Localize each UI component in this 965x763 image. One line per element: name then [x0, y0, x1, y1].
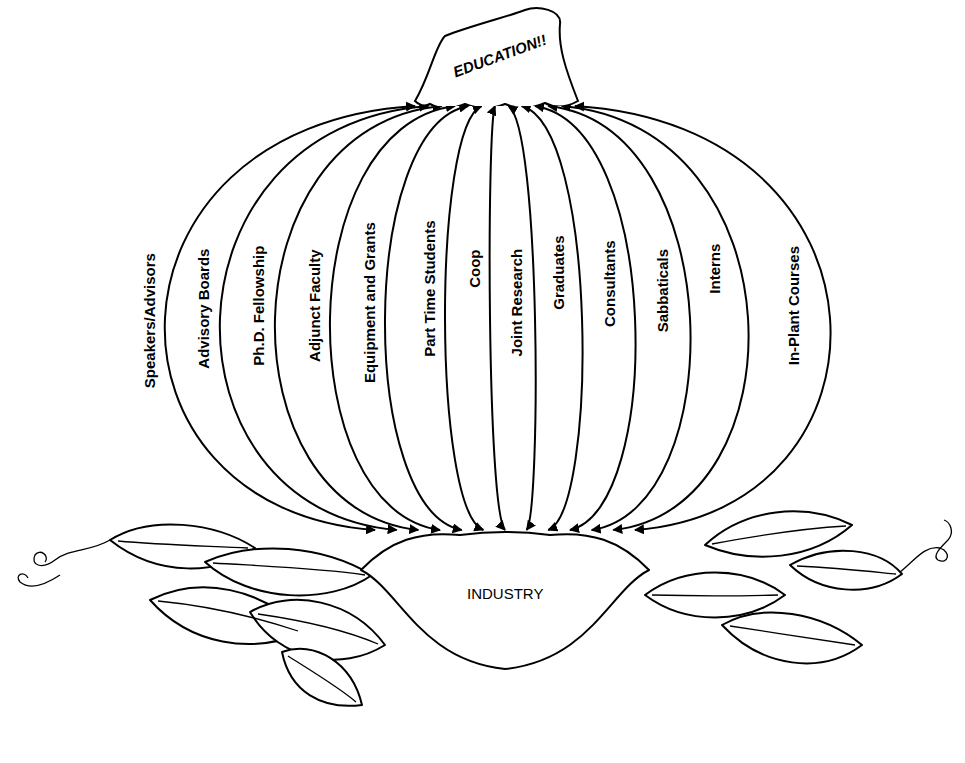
rib-arrow	[562, 106, 749, 530]
leaf	[705, 511, 852, 556]
rib-arrow	[522, 106, 583, 530]
leaf-vein	[712, 526, 846, 544]
right-leaves	[645, 511, 902, 663]
pumpkin-stem: EDUCATION!!	[400, 6, 590, 106]
rib-label: Sabbaticals	[654, 246, 671, 333]
leaf-vein	[288, 656, 356, 702]
leaf-vein	[158, 601, 298, 631]
rib-label: Interns	[707, 241, 724, 295]
leaf	[722, 613, 862, 664]
rib-label: In-Plant Courses	[785, 244, 802, 367]
leaf-vein	[118, 541, 248, 548]
rib-label: Part Time Students	[421, 218, 438, 358]
rib-label: Equipment and Grants	[361, 220, 378, 385]
vine-tendril	[900, 520, 951, 572]
rib-arrow	[508, 106, 535, 530]
rib-arrow	[275, 106, 442, 530]
rib-label: Consultants	[600, 238, 617, 329]
rib-arrow	[165, 106, 415, 530]
leaf-vein	[213, 563, 365, 575]
leaf-vein	[258, 614, 378, 644]
leaf	[205, 548, 372, 595]
rib-arrow	[490, 106, 505, 530]
leaf-vein	[797, 566, 896, 574]
leaf-vein	[652, 594, 778, 596]
rib-arrow	[535, 106, 636, 530]
rib-arrow	[548, 106, 690, 530]
base-label: INDUSTRY	[467, 586, 543, 603]
leaf	[282, 649, 362, 706]
leaf-vein	[730, 626, 855, 645]
vine-tendril	[34, 540, 110, 565]
vine-tendril	[18, 574, 60, 586]
pumpkin-stem-path	[415, 8, 578, 106]
leaf	[790, 551, 902, 590]
rib-label: Speakers/Advisors	[141, 251, 158, 390]
rib-label: Advisory Boards	[196, 246, 213, 370]
pumpkin-base-leaf-path	[361, 532, 649, 669]
rib-label: Joint Research	[508, 246, 525, 358]
leaf	[645, 573, 785, 618]
pumpkin-base-leaf: INDUSTRY	[360, 530, 650, 670]
rib-label: Adjunct Faculty	[306, 247, 323, 364]
rib-label: Graduates	[551, 233, 568, 311]
rib-label: Coop	[466, 247, 483, 289]
right-leaf-veins	[652, 520, 951, 645]
rib-arrow	[445, 106, 483, 530]
rib-arrow	[575, 106, 831, 530]
rib-label: Ph.D. Fellowship	[251, 243, 268, 367]
left-leaves	[110, 524, 385, 705]
rib-arrow	[330, 106, 455, 530]
leaf-veins	[18, 540, 378, 702]
